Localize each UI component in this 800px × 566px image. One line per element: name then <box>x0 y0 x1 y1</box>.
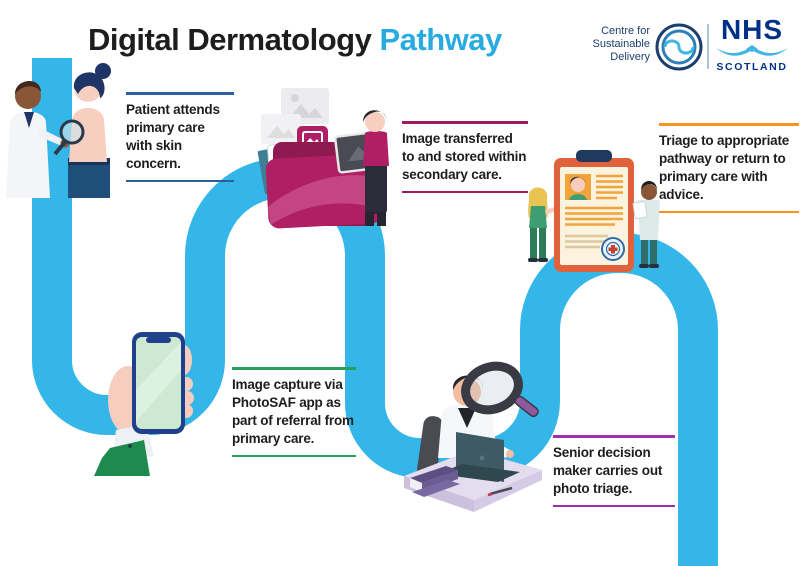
woman-holding-image <box>334 110 389 226</box>
folder-with-images-illustration <box>257 88 389 229</box>
doctor-figure-right <box>632 181 660 268</box>
csd-line3: Delivery <box>610 51 650 63</box>
clipboard-triage-illustration <box>528 150 660 272</box>
nhs-scotland-logo: NHS SCOTLAND <box>715 15 789 73</box>
step-5-top-rule <box>659 123 799 126</box>
csd-line1: Centre for <box>601 25 650 37</box>
nurse-figure <box>528 187 558 262</box>
title-accent: Pathway <box>379 22 502 57</box>
step-2-label: Image capture via PhotoSAF app as part o… <box>232 376 354 446</box>
magnifying-glass <box>461 361 539 418</box>
books-stack <box>410 466 460 497</box>
step-4-bottom-rule <box>553 504 675 507</box>
step-4-photo-triage: Senior decision maker carries out photo … <box>553 435 675 507</box>
hand-holding-phone-illustration <box>94 332 194 476</box>
csd-swirl-logo-icon <box>655 23 703 71</box>
step-3-label: Image transferred to and stored within s… <box>402 130 527 182</box>
step-1-primary-care: Patient attends primary care with skin c… <box>126 92 234 182</box>
step-3-image-transfer: Image transferred to and stored within s… <box>402 121 528 193</box>
doctor-figure <box>6 80 85 198</box>
step-5-bottom-rule <box>659 210 799 213</box>
csd-wordmark: Centre for Sustainable Delivery <box>566 25 651 64</box>
logo-divider <box>707 24 709 69</box>
step-5-triage-outcome: Triage to appropriate pathway or return … <box>659 123 799 213</box>
open-folder <box>265 142 383 229</box>
nhs-region-label: SCOTLAND <box>716 61 788 73</box>
step-4-label: Senior decision maker carries out photo … <box>553 444 663 496</box>
step-4-top-rule <box>553 435 675 438</box>
step-1-label: Patient attends primary care with skin c… <box>126 101 220 171</box>
title-main: Digital Dermatology <box>88 22 372 57</box>
csd-line2: Sustainable <box>592 38 651 50</box>
smartphone <box>132 332 185 434</box>
step-5-label: Triage to appropriate pathway or return … <box>659 132 790 202</box>
step-3-bottom-rule <box>402 190 528 193</box>
clinician-at-desk-illustration <box>404 361 542 512</box>
patient-figure <box>68 63 111 198</box>
clipboard <box>554 150 634 272</box>
page-title: Digital Dermatology Pathway <box>88 22 502 58</box>
step-2-image-capture: Image capture via PhotoSAF app as part o… <box>232 367 356 457</box>
doctor-examining-patient-illustration <box>6 63 111 198</box>
pen <box>487 486 513 497</box>
step-1-top-rule <box>126 92 234 95</box>
nhs-wave-icon <box>716 45 788 56</box>
nhs-wordmark: NHS <box>720 14 784 45</box>
step-2-top-rule <box>232 367 356 370</box>
step-2-bottom-rule <box>232 454 356 457</box>
laptop <box>438 432 520 482</box>
step-1-bottom-rule <box>126 179 234 182</box>
step-3-top-rule <box>402 121 528 124</box>
